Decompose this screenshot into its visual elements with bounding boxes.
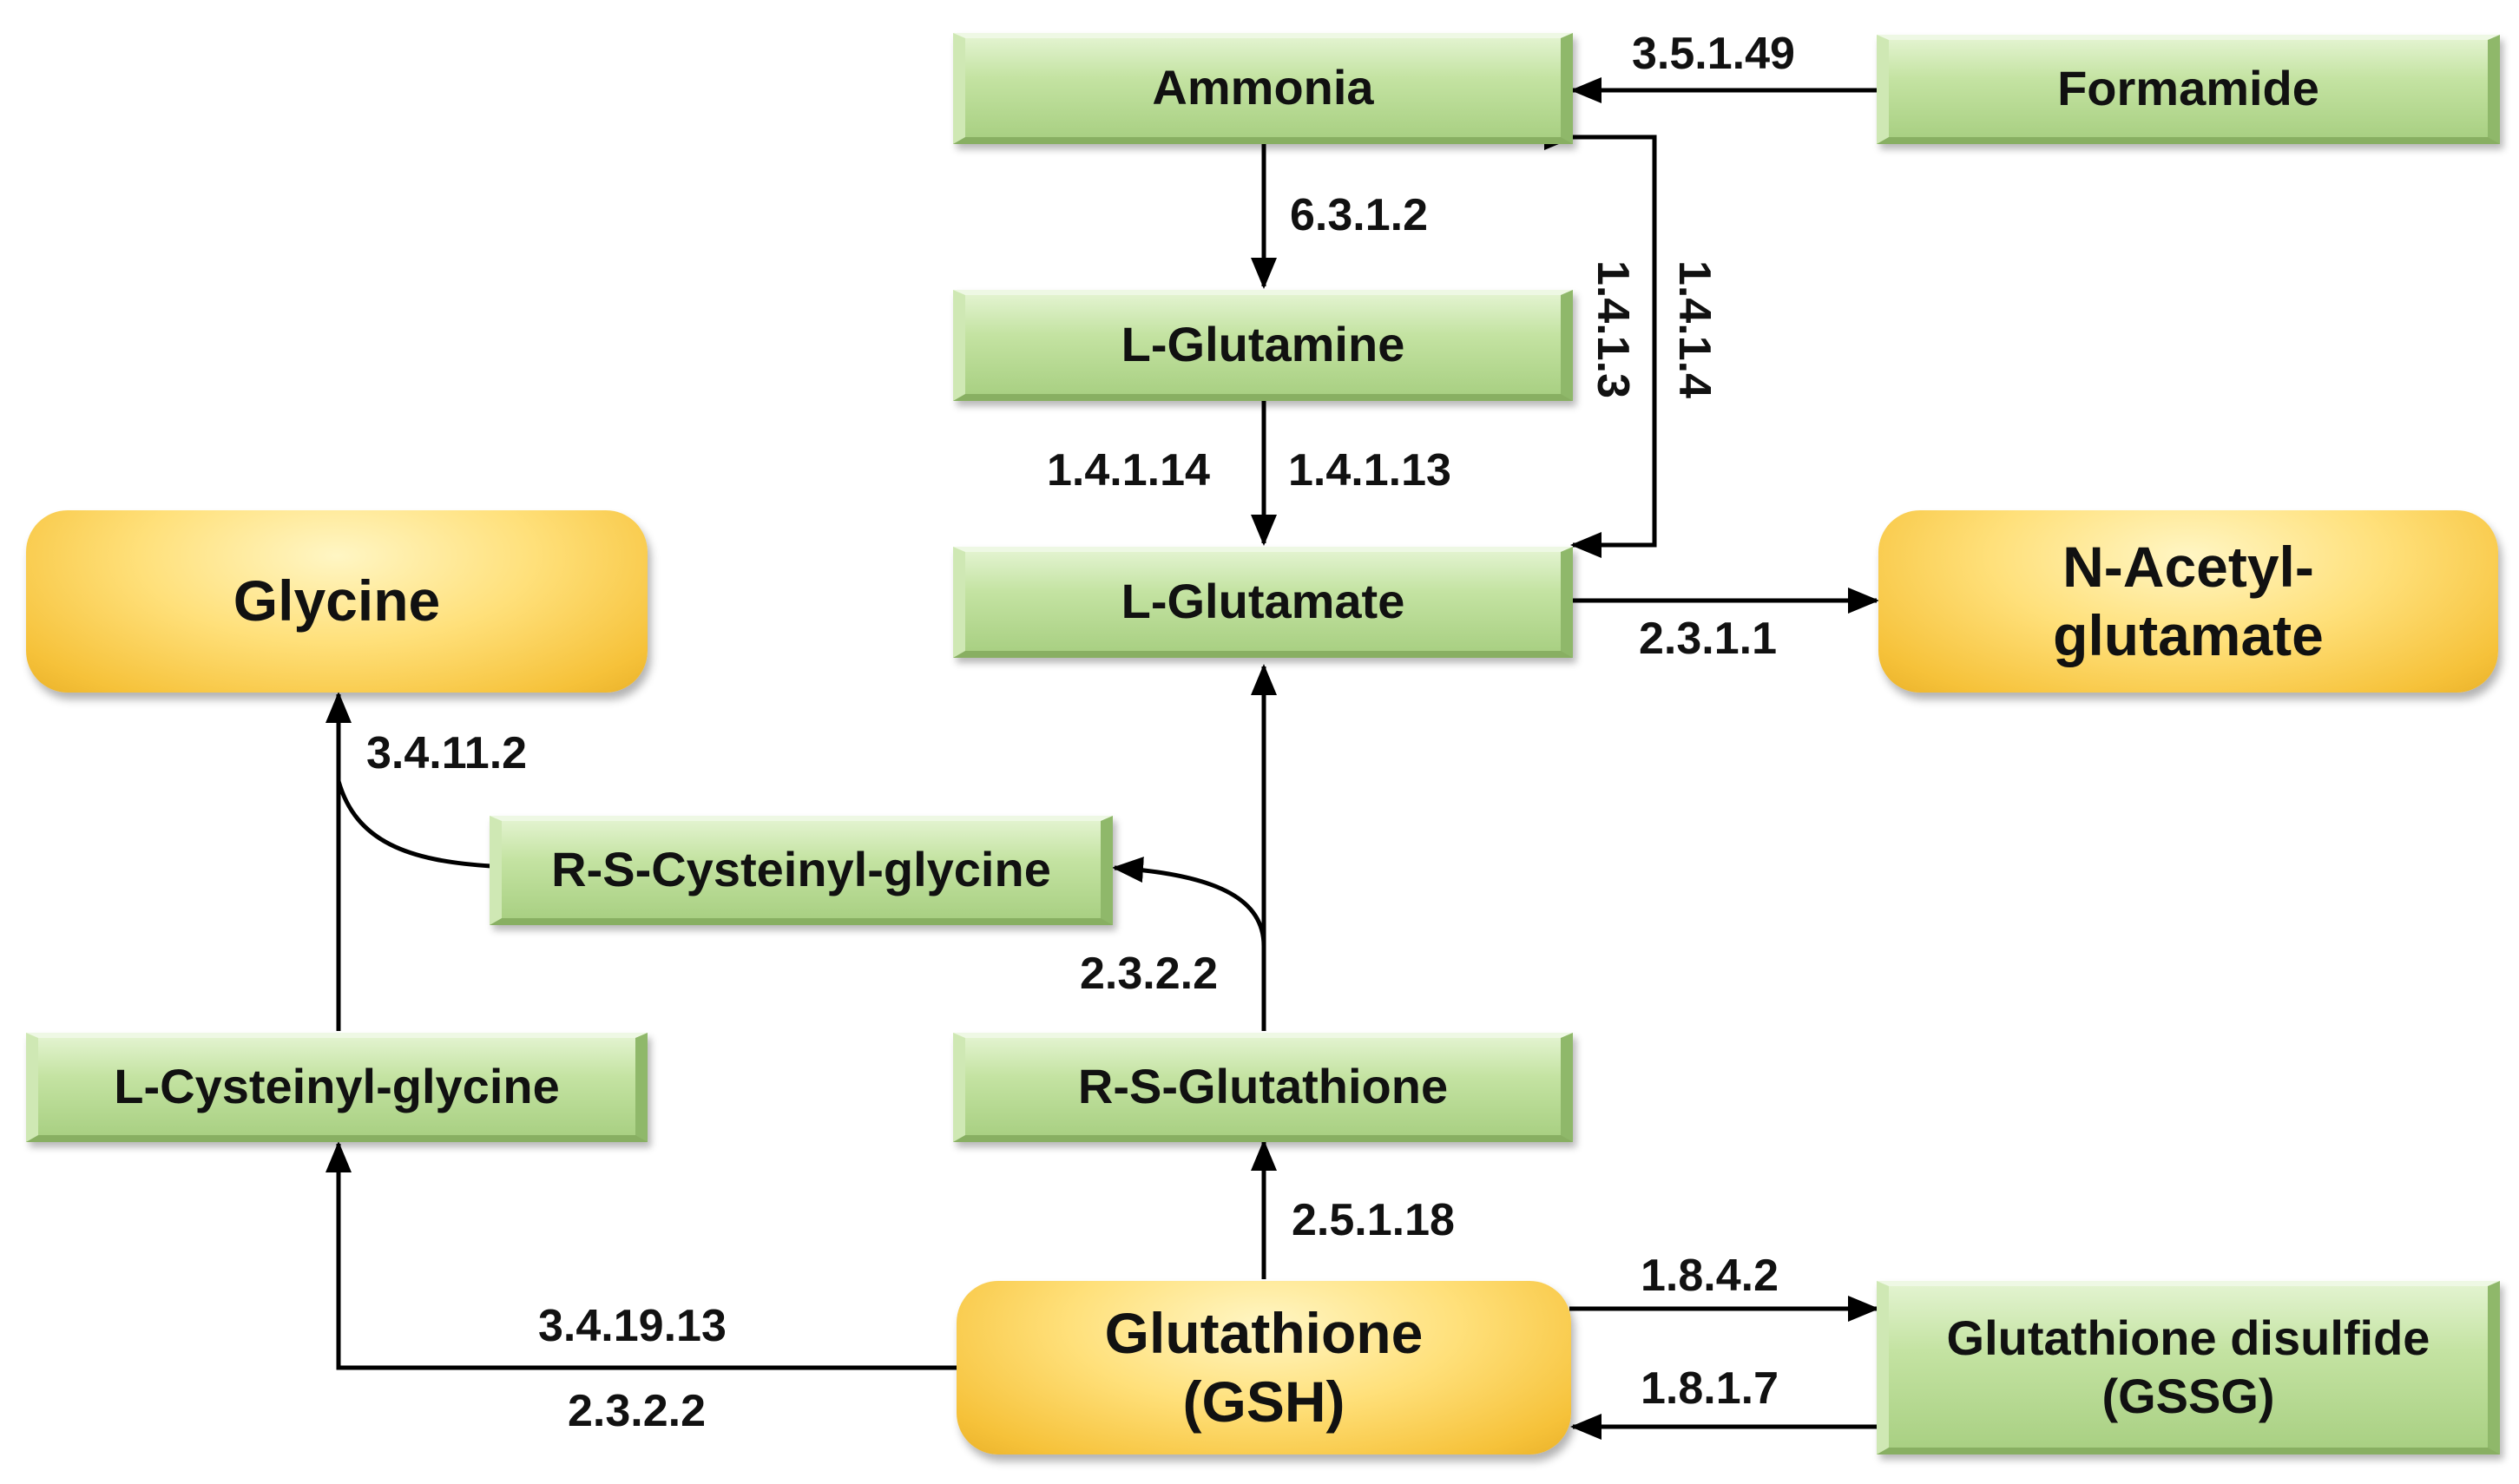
node-glycine-label: Glycine bbox=[233, 568, 441, 634]
node-n-acetyl-glutamate: N-Acetyl- glutamate bbox=[1878, 510, 2498, 693]
node-gssg-line2: (GSSG) bbox=[2101, 1369, 2275, 1423]
node-ammonia-label: Ammonia bbox=[1152, 60, 1374, 115]
enzyme-label: 2.5.1.18 bbox=[1292, 1195, 1455, 1245]
enzyme-label: 1.4.1.4 bbox=[1669, 260, 1720, 399]
enzyme-label: 2.3.2.2 bbox=[568, 1386, 707, 1436]
node-n-acetyl-glutamate-line2: glutamate bbox=[2053, 603, 2324, 667]
node-glutathione: Glutathione (GSH) bbox=[957, 1281, 1571, 1454]
enzyme-label: 1.4.1.13 bbox=[1288, 445, 1451, 496]
node-n-acetyl-glutamate-line1: N-Acetyl- bbox=[2062, 534, 2314, 599]
node-glutathione-disulfide: Glutathione disulfide (GSSG) bbox=[1877, 1281, 2500, 1454]
enzyme-label: 1.8.1.7 bbox=[1641, 1363, 1779, 1414]
enzyme-label: 3.4.19.13 bbox=[538, 1301, 727, 1351]
node-l-cysteinyl-glycine: L-Cysteinyl-glycine bbox=[26, 1033, 648, 1142]
enzyme-label: 2.3.1.1 bbox=[1639, 614, 1778, 664]
node-l-glutamate: L-Glutamate bbox=[953, 547, 1573, 658]
node-formamide: Formamide bbox=[1877, 35, 2500, 144]
node-l-glutamine-label: L-Glutamine bbox=[1121, 317, 1405, 372]
node-r-s-glutathione: R-S-Glutathione bbox=[953, 1033, 1573, 1142]
node-glycine: Glycine bbox=[26, 510, 648, 693]
enzyme-label: 6.3.1.2 bbox=[1290, 190, 1429, 240]
node-r-s-glutathione-label: R-S-Glutathione bbox=[1077, 1059, 1449, 1114]
arrow-glutamate-ammonia-loop bbox=[1544, 124, 1657, 558]
enzyme-label: 3.5.1.49 bbox=[1632, 29, 1795, 79]
enzyme-label: 2.3.2.2 bbox=[1080, 949, 1219, 999]
arrow-rsg-to-rscysgly bbox=[1112, 857, 1266, 947]
node-r-s-cysteinyl-glycine: R-S-Cysteinyl-glycine bbox=[490, 816, 1113, 925]
enzyme-label: 1.4.1.3 bbox=[1588, 260, 1638, 399]
node-glutathione-line2: (GSH) bbox=[1182, 1369, 1345, 1434]
node-glutathione-line1: Glutathione bbox=[1104, 1300, 1424, 1365]
enzyme-label: 3.4.11.2 bbox=[366, 728, 528, 778]
node-l-glutamine: L-Glutamine bbox=[953, 290, 1573, 401]
node-gssg-line1: Glutathione disulfide bbox=[1946, 1310, 2430, 1365]
node-r-s-cysteinyl-glycine-label: R-S-Cysteinyl-glycine bbox=[551, 842, 1051, 897]
node-l-glutamate-label: L-Glutamate bbox=[1121, 574, 1405, 629]
arrow-rscysgly-to-glycine bbox=[336, 780, 492, 869]
enzyme-label: 1.8.4.2 bbox=[1641, 1251, 1779, 1301]
arrow-gsh-to-lcysgly bbox=[326, 1141, 957, 1370]
enzyme-label: 1.4.1.14 bbox=[1047, 445, 1210, 496]
node-l-cysteinyl-glycine-label: L-Cysteinyl-glycine bbox=[114, 1059, 560, 1114]
node-ammonia: Ammonia bbox=[953, 33, 1573, 144]
node-formamide-label: Formamide bbox=[2057, 61, 2319, 116]
